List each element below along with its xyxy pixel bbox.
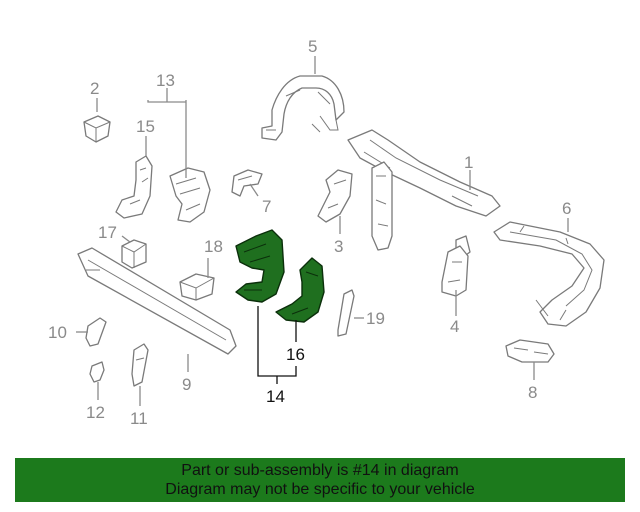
callout-12: 12 <box>86 403 105 422</box>
callout-5: 5 <box>308 37 317 56</box>
callout-18: 18 <box>204 237 223 256</box>
part-10-bracket <box>85 317 107 347</box>
callout-10: 10 <box>48 323 67 342</box>
callout-16: 16 <box>286 345 305 364</box>
callout-13: 13 <box>156 71 175 90</box>
callout-1: 1 <box>464 153 473 172</box>
part-9-lower-tie-bar <box>77 247 237 355</box>
leader-lines <box>76 56 569 406</box>
part-14-bracket-left <box>235 229 285 303</box>
callout-14: 14 <box>266 387 285 406</box>
callout-7: 7 <box>262 197 271 216</box>
callout-11: 11 <box>130 409 148 428</box>
part-18-clip <box>179 273 215 301</box>
callout-4: 4 <box>450 317 459 336</box>
part-7-bracket <box>231 169 263 197</box>
callout-labels: 5 1 2 13 15 6 7 3 17 18 19 4 10 9 12 11 … <box>48 37 571 428</box>
part-5-upper-arch <box>261 75 345 141</box>
callout-2: 2 <box>90 79 99 98</box>
part-19-strip <box>337 289 355 337</box>
callout-6: 6 <box>562 199 571 218</box>
part-2-plug <box>83 115 111 143</box>
vehicle-fit-banner: Part or sub-assembly is #14 in diagram D… <box>15 458 625 502</box>
part-15-bracket <box>115 155 153 219</box>
banner-line-2: Diagram may not be specific to your vehi… <box>165 481 475 498</box>
part-8-pad <box>505 339 555 363</box>
banner-line-1: Part or sub-assembly is #14 in diagram <box>181 462 459 479</box>
part-4-bracket <box>441 245 469 297</box>
part-12-bolt <box>89 361 105 383</box>
part-17-clip <box>121 239 147 269</box>
callout-9: 9 <box>182 375 191 394</box>
part-3-bracket <box>317 169 353 223</box>
part-11-bracket <box>131 343 149 387</box>
callout-19: 19 <box>366 309 385 328</box>
part-6-side-member <box>493 221 605 327</box>
part-1-upper-support <box>347 129 501 259</box>
callout-3: 3 <box>334 237 343 256</box>
part-13-bracket <box>169 167 211 223</box>
callout-15: 15 <box>136 117 155 136</box>
callout-17: 17 <box>98 223 117 242</box>
part-16-bracket-right <box>275 257 325 323</box>
callout-8: 8 <box>528 383 537 402</box>
